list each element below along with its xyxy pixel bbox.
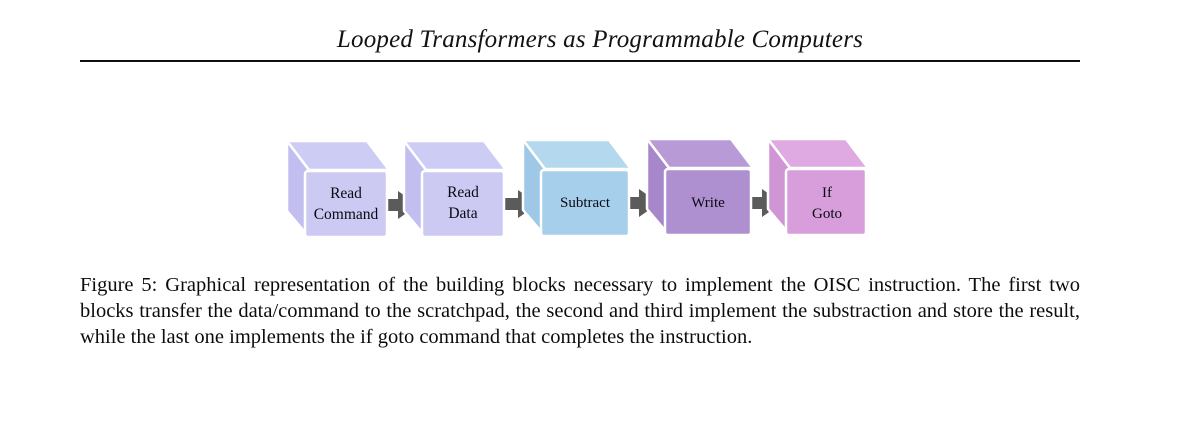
block-label-read-command-line1: Read [330, 185, 362, 202]
block-label-if-goto-line2: Goto [812, 206, 842, 222]
block-subtract[interactable]: Subtract [521, 138, 633, 238]
figure-caption-label: Figure 5: [80, 274, 158, 296]
block-write[interactable]: Write [645, 137, 755, 237]
block-label-subtract: Subtract [560, 195, 611, 211]
block-label-read-command-line2: Command [314, 206, 379, 223]
block-read-command[interactable]: Read Command [285, 139, 391, 239]
header-rule-divider [80, 60, 1080, 62]
running-head-title: Looped Transformers as Programmable Comp… [336, 26, 864, 53]
figure-5: Read Command Read Data Subtract Write [0, 118, 1200, 258]
block-read-data[interactable]: Read Data [402, 139, 508, 239]
block-label-write: Write [691, 195, 725, 211]
block-label-read-data-line2: Data [448, 205, 477, 222]
block-label-read-data-line1: Read [447, 184, 479, 201]
figure-caption: Figure 5: Graphical representation of th… [80, 272, 1080, 350]
oisc-blocks-svg: Read Command Read Data Subtract Write [285, 137, 870, 239]
block-if-goto[interactable]: If Goto [766, 137, 870, 237]
block-label-if-goto-line1: If [822, 185, 832, 201]
page-running-head: Looped Transformers as Programmable Comp… [0, 26, 1200, 54]
figure-caption-text: Graphical representation of the building… [80, 274, 1080, 348]
